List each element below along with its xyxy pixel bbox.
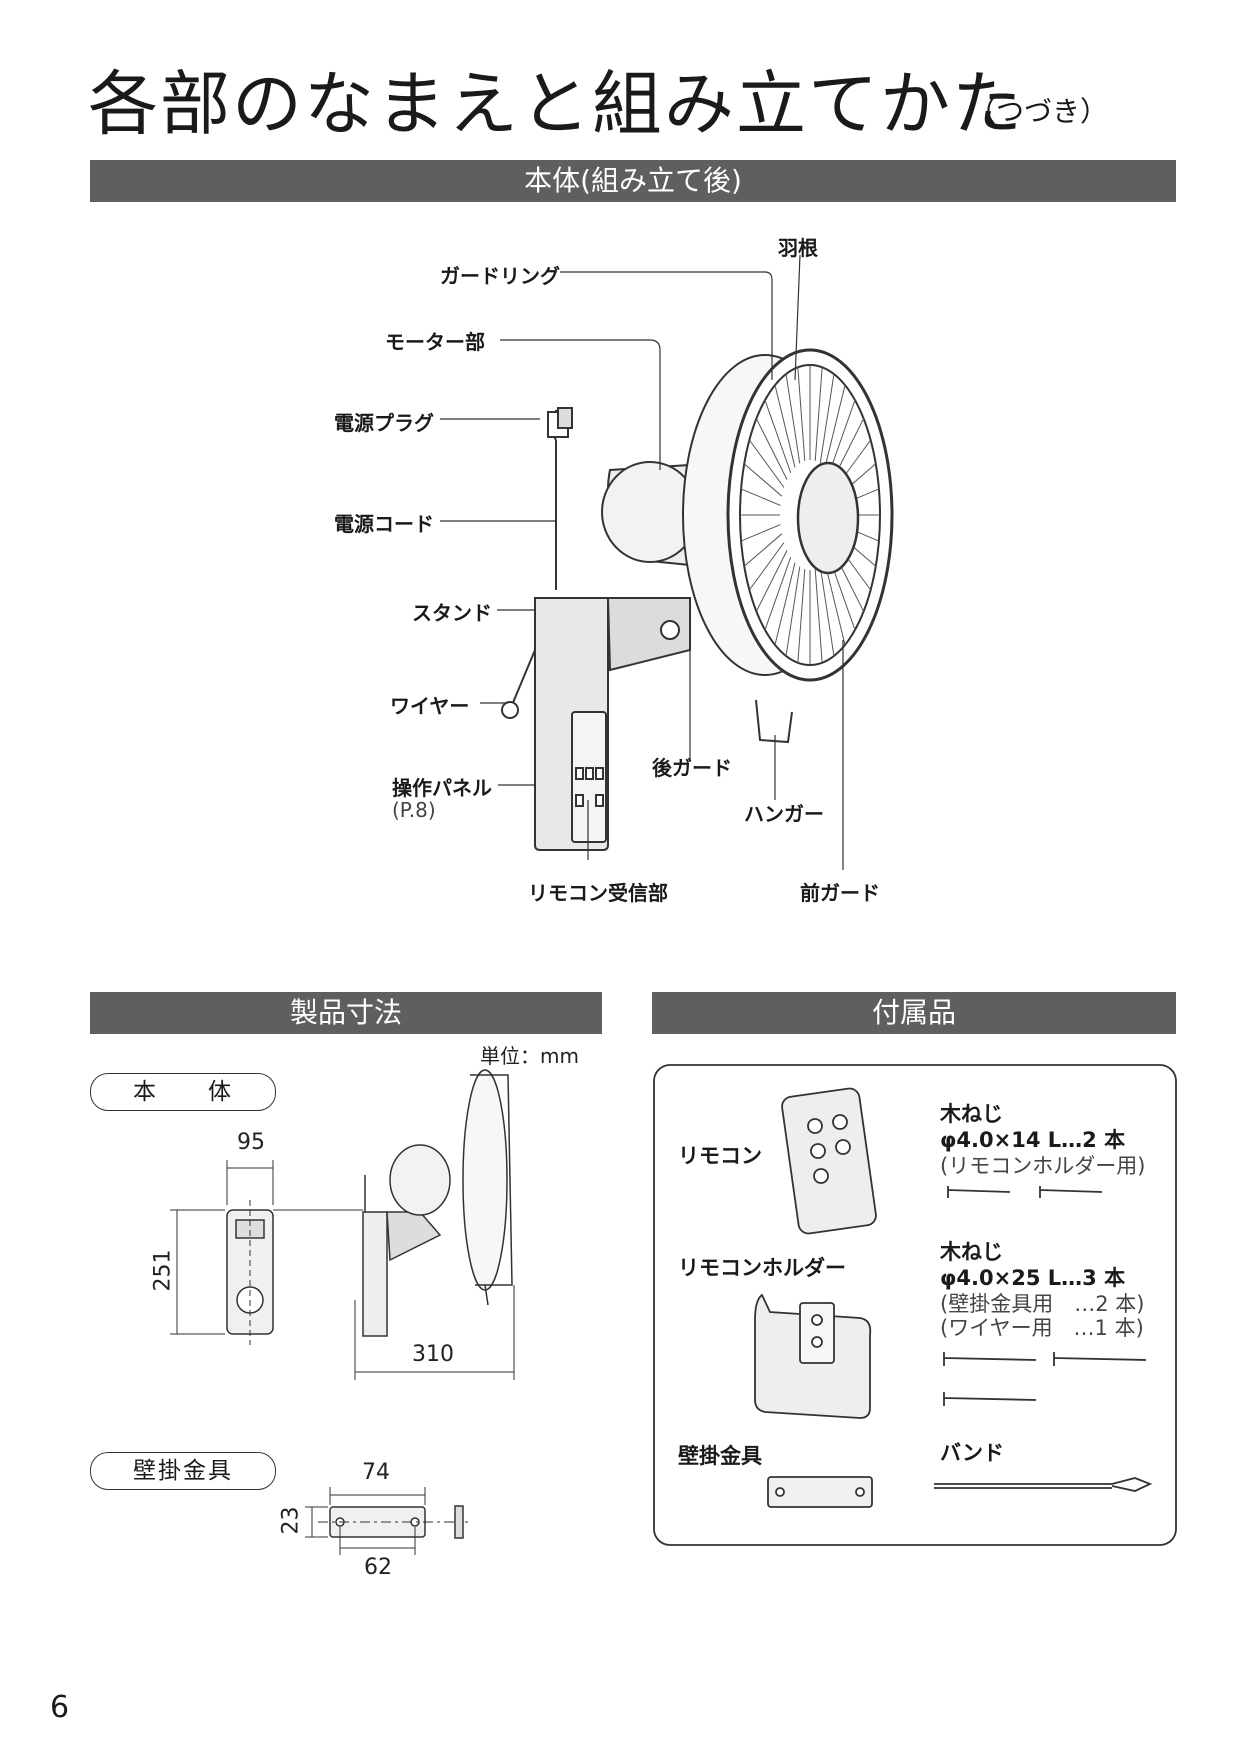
acc-holder: リモコンホルダー <box>678 1256 846 1280</box>
label-hanger: ハンガー <box>744 802 824 826</box>
guard-spoke <box>755 418 788 480</box>
screw1-title: 木ねじ <box>940 1102 1003 1126</box>
guard-spoke <box>819 373 835 464</box>
label-blade: 羽根 <box>778 236 818 260</box>
dim-bracket-hole: 62 <box>364 1555 392 1580</box>
acc-bracket: 壁掛金具 <box>678 1444 762 1468</box>
screw2-spec: φ4.0×25 L…3 本 <box>940 1266 1126 1290</box>
dim-body-depth: 310 <box>412 1342 454 1367</box>
guard-spoke <box>824 384 846 468</box>
screw2-title: 木ねじ <box>940 1240 1003 1264</box>
guard-spoke <box>819 566 835 657</box>
unit-note: 単位：mm <box>480 1044 579 1068</box>
label-plug: 電源プラグ <box>334 411 434 435</box>
section-header-body: 本体(組み立て後) <box>90 160 1176 202</box>
label-rear-guard: 後ガード <box>652 756 732 780</box>
guard-spoke <box>824 562 846 646</box>
label-wire: ワイヤー <box>390 694 470 718</box>
screw2-note2: (ワイヤー用 …1 本) <box>940 1316 1144 1340</box>
label-panel-ref: (P.8) <box>392 798 436 822</box>
acc-remote: リモコン <box>678 1144 762 1168</box>
dim-body-width: 95 <box>237 1130 265 1155</box>
label-panel: 操作パネル <box>392 776 492 800</box>
guard-spoke <box>828 399 856 474</box>
guard-spoke <box>764 399 792 474</box>
fan-assembled-illustration <box>440 254 894 870</box>
page-title: 各部のなまえと組み立てかた <box>88 63 1024 145</box>
guard-spoke <box>774 562 796 646</box>
guard-spoke <box>797 367 806 461</box>
pill-body: 本 体 <box>90 1073 276 1111</box>
guard-spoke <box>785 566 801 657</box>
guard-spoke <box>755 550 788 612</box>
guard-spoke <box>748 542 785 591</box>
guard-spoke <box>774 384 796 468</box>
label-guard-ring: ガードリング <box>440 264 560 288</box>
guard-spoke <box>814 367 823 461</box>
guard-spoke <box>740 488 781 506</box>
screw1-note: (リモコンホルダー用) <box>940 1154 1146 1178</box>
guard-spoke <box>814 569 823 663</box>
label-receiver: リモコン受信部 <box>528 881 668 905</box>
screw2-note1: (壁掛金具用 …2 本) <box>940 1292 1145 1316</box>
label-motor: モーター部 <box>385 330 485 354</box>
screw1-spec: φ4.0×14 L…2 本 <box>940 1128 1126 1152</box>
label-front-guard: 前ガード <box>800 881 880 905</box>
dim-bracket-width: 74 <box>362 1460 390 1485</box>
label-stand: スタンド <box>412 601 492 625</box>
guard-spoke <box>740 524 781 542</box>
section-header-dims: 製品寸法 <box>90 992 602 1034</box>
label-cord: 電源コード <box>334 512 434 536</box>
acc-band: バンド <box>940 1441 1005 1465</box>
guard-spoke <box>797 569 806 663</box>
pill-bracket: 壁掛金具 <box>90 1452 276 1490</box>
guard-spoke <box>748 439 785 488</box>
guard-spoke <box>743 463 783 497</box>
guard-spoke <box>764 556 792 631</box>
page-number: 6 <box>50 1690 70 1725</box>
page-subtitle: （つづき） <box>968 95 1109 128</box>
guard-spoke <box>785 373 801 464</box>
section-header-accessories: 付属品 <box>652 992 1176 1034</box>
guard-spoke <box>743 533 783 567</box>
